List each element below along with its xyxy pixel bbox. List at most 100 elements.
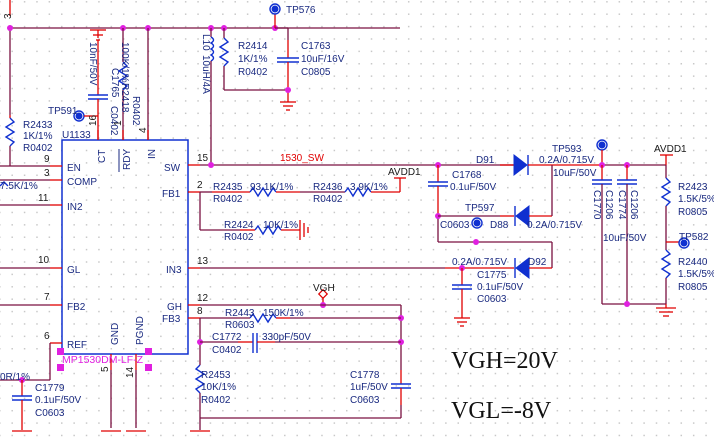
pin-num-in3: 13 xyxy=(197,256,209,267)
tp591-test-point[interactable] xyxy=(73,110,98,122)
pin-name-gl: GL xyxy=(67,265,81,276)
pin-name-fb2: FB2 xyxy=(67,302,86,313)
r2443-resistor[interactable] xyxy=(200,312,401,324)
tp576-label: TP576 xyxy=(286,5,316,16)
c1772-ref: C1772 xyxy=(212,332,242,343)
r2433-ref: R2433 xyxy=(23,120,53,131)
pin-num-comp: 3 xyxy=(44,168,50,179)
r2418-value: 100K/1% xyxy=(119,42,130,83)
tp593-label: TP593 xyxy=(552,144,582,155)
d91-diode[interactable] xyxy=(500,153,666,177)
tp591-label: TP591 xyxy=(48,106,78,117)
c1774-value: 10uF/50V xyxy=(603,233,647,244)
pin-num-rdy: 1 xyxy=(113,120,124,126)
selection-handles[interactable] xyxy=(57,348,152,371)
l10-inductor[interactable] xyxy=(209,28,215,165)
r2418-package: R0402 xyxy=(130,96,141,126)
net-label-avdd1: AVDD1 xyxy=(388,167,421,178)
pin-num-gh: 12 xyxy=(197,293,209,304)
r2436-value: 3.9K/1% xyxy=(350,182,388,193)
c1772-capacitor[interactable] xyxy=(200,333,401,353)
c1775-value: 0.1uF/50V xyxy=(477,282,523,293)
c1768-ref: C1768 xyxy=(452,170,482,181)
c1763-value: 10uF/16V xyxy=(301,54,345,65)
tp576-test-point[interactable] xyxy=(269,3,281,28)
pin-num-ref: 6 xyxy=(44,331,50,342)
pin-num-fb3: 8 xyxy=(197,306,203,317)
c1779-package: C0603 xyxy=(35,408,65,419)
c1778-capacitor[interactable] xyxy=(391,370,411,418)
top-left-pin-number: 3 xyxy=(3,13,14,19)
r2414-ref: R2414 xyxy=(238,41,268,52)
r2418-ref: R2418 xyxy=(119,83,130,113)
c1775-capacitor[interactable] xyxy=(452,268,472,327)
c1778-package: C0603 xyxy=(350,395,380,406)
tp597-label: TP597 xyxy=(465,203,495,214)
pin-name-gnd: GND xyxy=(110,323,121,345)
r2435-value: 93.1K/1% xyxy=(250,182,293,193)
r2435-resistor[interactable] xyxy=(200,186,300,198)
r2436-resistor[interactable] xyxy=(300,177,406,198)
top-rail-wires xyxy=(9,0,400,118)
tp582-label: TP582 xyxy=(679,232,709,243)
r2424-package: R0402 xyxy=(224,232,254,243)
c1779-capacitor[interactable] xyxy=(12,380,32,432)
pin-name-ct: CT xyxy=(97,150,108,163)
c1772-value: 330pF/50V xyxy=(262,332,311,343)
r2453-resistor[interactable] xyxy=(190,364,401,432)
tp582-test-point[interactable] xyxy=(666,237,690,249)
pin-num-in: 4 xyxy=(138,127,149,133)
r2424-resistor[interactable] xyxy=(199,192,309,240)
c1768-capacitor[interactable] xyxy=(428,165,553,268)
c1770-package: C1206 xyxy=(603,190,614,220)
r2440-resistor[interactable] xyxy=(656,249,676,317)
c1775-ref: C1775 xyxy=(477,270,507,281)
ic-part-number: MP1530DM-LF-Z xyxy=(62,354,144,366)
pin-num-in2: 11 xyxy=(38,193,49,204)
c1765-value: 10nF/50V xyxy=(87,42,98,86)
r2440-value: 1.5K/5% xyxy=(678,269,714,280)
r2443-value: 150K/1% xyxy=(263,308,304,319)
net-label-avdd1-right: AVDD1 xyxy=(654,144,687,155)
r2414-resistor[interactable] xyxy=(218,28,288,91)
junction xyxy=(7,25,13,31)
pin-num-gnd: 5 xyxy=(100,366,111,372)
c1774-package: C1206 xyxy=(628,190,639,220)
c1763-package: C0805 xyxy=(301,67,331,78)
pin-num-fb1: 2 xyxy=(197,180,203,191)
d88-diode[interactable] xyxy=(438,165,553,228)
junction xyxy=(624,301,630,307)
c1770-ref: C1770 xyxy=(591,190,602,220)
c1763-capacitor[interactable] xyxy=(275,27,299,111)
r2453-ref: R2453 xyxy=(201,370,231,381)
r2433-resistor[interactable] xyxy=(4,117,16,166)
r2423-resistor[interactable] xyxy=(660,165,672,250)
r2414-package: R0402 xyxy=(238,67,268,78)
l10-ref: L10 xyxy=(200,34,211,51)
r2453-package: R0402 xyxy=(201,395,231,406)
pin-name-in2: IN2 xyxy=(67,202,83,213)
comp-resistor[interactable] xyxy=(0,181,9,187)
d92-ref: D92 xyxy=(528,257,547,268)
tp593-test-point[interactable] xyxy=(596,139,608,165)
c1774-capacitor[interactable] xyxy=(617,165,637,304)
note-vgl: VGL=-8V xyxy=(451,398,552,424)
d91-value: 0.2A/0.715V xyxy=(539,155,594,166)
pin-name-en: EN xyxy=(67,163,81,174)
r2440-ref: R2440 xyxy=(678,257,708,268)
r2433-value: 1K/1% xyxy=(23,131,53,142)
r2423-ref: R2423 xyxy=(678,182,708,193)
r2443-ref: R2443 xyxy=(225,308,255,319)
c1770-capacitor[interactable] xyxy=(592,165,612,304)
tp597-test-point[interactable] xyxy=(471,217,483,229)
c1779-ref: C1779 xyxy=(35,383,65,394)
d91-ref: D91 xyxy=(476,155,495,166)
d92-diode[interactable] xyxy=(445,256,552,280)
ic-body[interactable] xyxy=(61,139,189,355)
pin-name-pgnd: PGND xyxy=(135,316,146,345)
junction xyxy=(285,87,291,93)
r2436-ref: R2436 xyxy=(313,182,343,193)
comp-resistor-value: 7.5K/1% xyxy=(0,181,38,192)
